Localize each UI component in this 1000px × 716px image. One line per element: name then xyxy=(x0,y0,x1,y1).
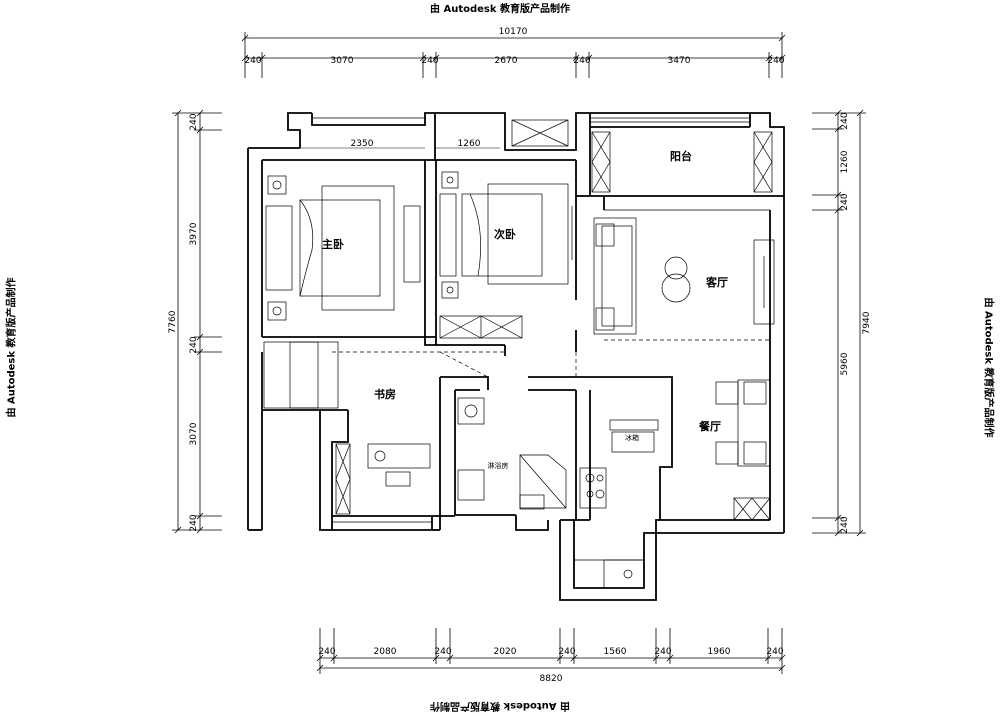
dim-right-seg-4: 5960 xyxy=(840,352,850,375)
dim-right-seg-1: 240 xyxy=(840,112,850,129)
dim-top-seg-2: 3070 xyxy=(331,56,354,66)
room-label-fridge: 冰箱 xyxy=(625,433,639,442)
dim-top-seg-7: 240 xyxy=(767,56,784,66)
dim-top-seg-5: 240 xyxy=(573,56,590,66)
dim-left-seg-2: 3970 xyxy=(189,222,199,245)
dim-bottom-total: 8820 xyxy=(540,674,563,684)
room-label-dining: 餐厅 xyxy=(698,419,721,433)
dim-second-width: 1260 xyxy=(458,139,481,149)
dim-bottom-seg-9: 240 xyxy=(766,647,783,657)
dim-right-seg-5: 240 xyxy=(840,516,850,533)
dim-left-seg-5: 240 xyxy=(189,514,199,531)
fixtures xyxy=(263,117,775,589)
dimension-right xyxy=(812,109,866,537)
dim-left-total: 7760 xyxy=(168,310,178,333)
dim-bottom-seg-6: 1560 xyxy=(604,647,627,657)
walls xyxy=(247,112,785,601)
dim-bottom-seg-2: 2080 xyxy=(374,647,397,657)
watermark-bottom: 由 Autodesk 教育版产品制作 xyxy=(430,700,571,711)
dimension-top xyxy=(241,32,786,78)
dim-bottom-seg-7: 240 xyxy=(654,647,671,657)
dim-bottom-seg-8: 1960 xyxy=(708,647,731,657)
dim-top-total: 10170 xyxy=(499,27,528,37)
dim-left-seg-1: 240 xyxy=(189,113,199,130)
dimension-left xyxy=(172,109,222,534)
room-label-master-bedroom: 主卧 xyxy=(322,237,344,251)
dim-bottom-seg-5: 240 xyxy=(558,647,575,657)
room-label-second-bedroom: 次卧 xyxy=(494,227,516,241)
dim-bottom-seg-4: 2020 xyxy=(494,647,517,657)
dim-top-seg-6: 3470 xyxy=(668,56,691,66)
room-label-living-room: 客厅 xyxy=(705,275,728,289)
room-label-balcony: 阳台 xyxy=(670,149,692,163)
dim-bottom-seg-3: 240 xyxy=(434,647,451,657)
dim-bottom-seg-1: 240 xyxy=(318,647,335,657)
dim-right-seg-3: 240 xyxy=(840,193,850,210)
dim-left-seg-3: 240 xyxy=(189,336,199,353)
dim-top-seg-1: 240 xyxy=(244,56,261,66)
dim-right-seg-2: 1260 xyxy=(840,150,850,173)
room-label-study: 书房 xyxy=(374,387,396,401)
watermark-left: 由 Autodesk 教育版产品制作 xyxy=(6,277,18,418)
dim-right-total: 7940 xyxy=(862,311,872,334)
room-label-bathroom: 淋浴房 xyxy=(488,461,509,470)
dim-left-seg-4: 3070 xyxy=(189,422,199,445)
dimension-bottom xyxy=(316,628,786,674)
watermark-top: 由 Autodesk 教育版产品制作 xyxy=(429,4,570,15)
dim-top-seg-4: 2670 xyxy=(495,56,518,66)
watermark-right: 由 Autodesk 教育版产品制作 xyxy=(982,297,994,438)
dim-master-width: 2350 xyxy=(351,139,374,149)
dim-top-seg-3: 240 xyxy=(421,56,438,66)
